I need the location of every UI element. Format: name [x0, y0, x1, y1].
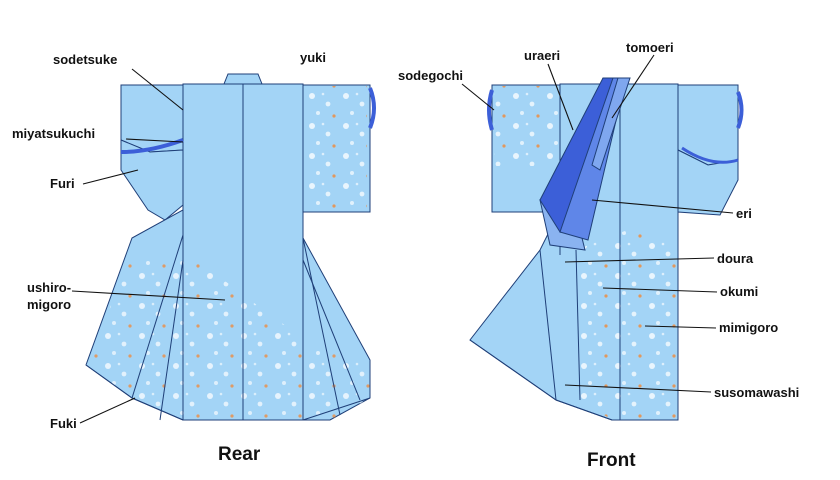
rear-left-sleeve-furi: [120, 139, 184, 221]
label-furi: Furi: [50, 176, 75, 191]
leader-tomoeri: [611, 54, 655, 119]
rear-kimono: [85, 73, 376, 421]
leader-sodegochi: [461, 83, 495, 111]
label-ushiro-line1: ushiro-: [27, 280, 71, 295]
front-right-sleeve: [677, 84, 739, 166]
label-okumi: okumi: [720, 284, 758, 299]
leader-okumi: [602, 287, 718, 293]
leader-lines: [71, 54, 734, 424]
label-uraeri: uraeri: [524, 48, 560, 63]
front-collar-tomoeri: [591, 77, 631, 171]
label-mimigoro: mimigoro: [719, 320, 778, 335]
caption-rear: Rear: [218, 444, 261, 465]
rear-collar: [223, 73, 263, 85]
front-collar-uraeri: [539, 77, 614, 234]
label-fuki: Fuki: [50, 416, 77, 431]
front-sleeve-opening-right: [736, 91, 744, 129]
leader-furi: [82, 169, 139, 185]
caption-front: Front: [587, 450, 636, 471]
leader-sodetsuke: [131, 68, 184, 111]
label-sodegochi: sodegochi: [398, 68, 463, 83]
leader-susomawashi: [564, 384, 712, 393]
leader-doura: [564, 257, 715, 263]
label-doura: doura: [717, 251, 754, 266]
front-right-furi-edge: [681, 146, 739, 164]
front-kimono: [469, 77, 744, 421]
label-miyatsukuchi: miyatsukuchi: [12, 126, 95, 141]
front-sleeve-opening-left: [487, 89, 494, 131]
label-sodetsuke: sodetsuke: [53, 52, 117, 67]
rear-sleeve-opening-right: [368, 87, 376, 129]
label-ushiro-line2: migoro: [27, 297, 71, 312]
leader-ushiro-migoro: [71, 290, 226, 301]
front-left-sleeve-pattern: [494, 86, 558, 166]
front-okumi: [576, 225, 678, 420]
part-labels: sodetsuke yuki miyatsukuchi Furi ushiro-…: [12, 40, 799, 431]
label-yuki: yuki: [300, 50, 326, 65]
leader-fuki: [79, 397, 136, 424]
label-eri: eri: [736, 206, 752, 221]
leader-miyatsukuchi: [125, 138, 184, 143]
leader-mimigoro: [644, 325, 717, 329]
label-tomoeri: tomoeri: [626, 40, 674, 55]
leader-uraeri: [547, 63, 574, 131]
label-susomawashi: susomawashi: [714, 385, 799, 400]
leader-eri: [591, 199, 734, 214]
